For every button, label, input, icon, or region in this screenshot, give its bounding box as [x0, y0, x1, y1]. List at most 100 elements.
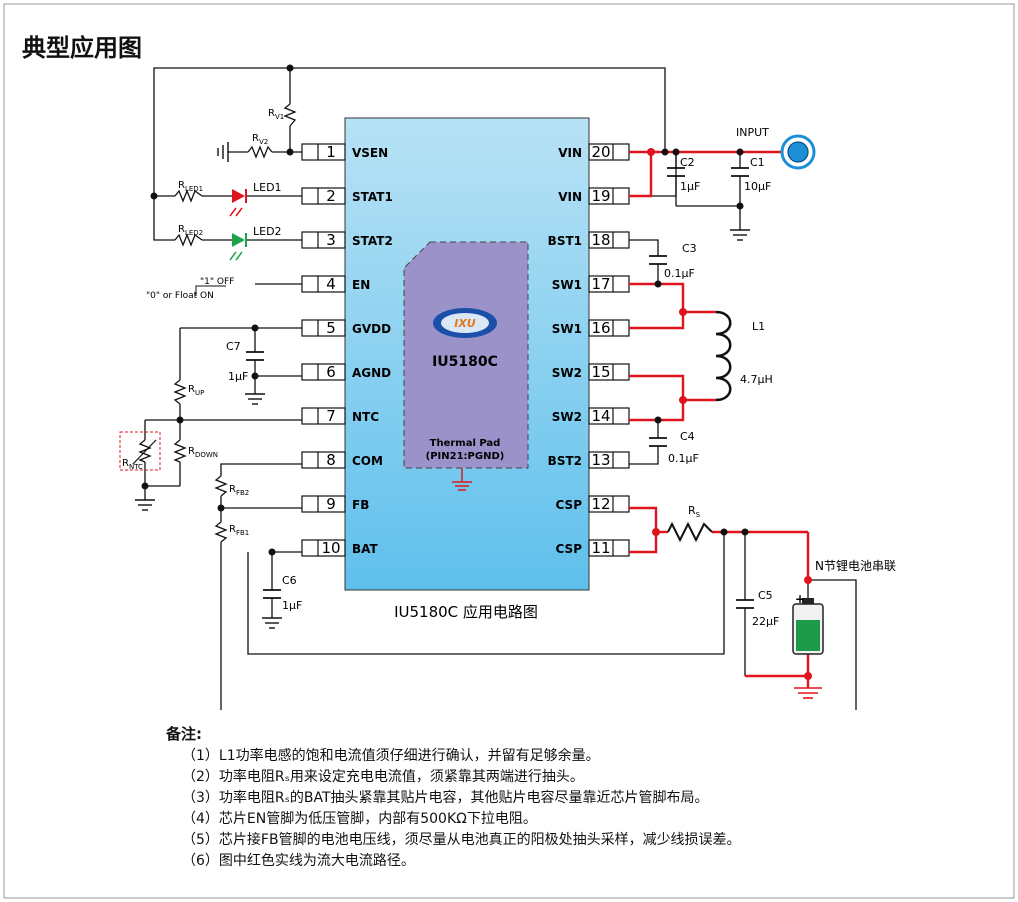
pin-number: 7	[326, 407, 336, 425]
rfb2-label: RFB2	[229, 484, 249, 497]
notes-section: 备注: （1）L1功率电感的饱和电流值须仔细进行确认，并留有足够余量。 （2）功…	[166, 724, 741, 872]
pin-7: 7 NTC	[301, 407, 379, 425]
c6-value: 1μF	[282, 599, 302, 612]
note-item: （5）芯片接FB管脚的电池电压线，须尽量从电池真正的阳极处抽头采样，减少线损误差…	[182, 832, 741, 848]
pin-name: VSEN	[352, 146, 388, 160]
led1-icon	[229, 189, 247, 217]
resistor-rdown	[173, 439, 187, 463]
thermal-pad-pin: (PIN21:PGND)	[426, 451, 505, 462]
pins-right: 20VIN19VIN18BST117SW116SW115SW214SW213BS…	[548, 143, 630, 557]
c4-name: C4	[680, 430, 695, 443]
pin-number: 10	[321, 539, 340, 557]
rv1-label: RV1	[268, 108, 284, 121]
c7-value: 1μF	[228, 370, 248, 383]
pin-number: 8	[326, 451, 336, 469]
ground-icon	[217, 142, 229, 162]
pin-number: 16	[591, 319, 610, 337]
resistor-rv2	[247, 145, 273, 159]
pin-number: 2	[326, 187, 336, 205]
pin-number: 19	[591, 187, 610, 205]
pin-name: NTC	[352, 410, 379, 424]
pin-17: 17 SW1	[552, 275, 630, 293]
battery-icon	[792, 598, 824, 655]
note-item: （4）芯片EN管脚为低压管脚，内部有500KΩ下拉电阻。	[182, 811, 537, 827]
ground-icon	[730, 229, 750, 241]
pin-name: BST2	[548, 454, 582, 468]
capacitor-c3	[649, 255, 667, 265]
c4-value: 0.1μF	[668, 452, 699, 465]
pin-name: EN	[352, 278, 370, 292]
c1-value: 10μF	[744, 180, 771, 193]
note-item: （2）功率电阻Rₛ用来设定充电电流值，须紧靠其两端进行抽头。	[182, 769, 584, 785]
input-label: INPUT	[736, 126, 769, 139]
note-item: （3）功率电阻Rₛ的BAT抽头紧靠其贴片电容，其他贴片电容尽量靠近芯片管脚布局。	[182, 790, 709, 806]
pin-name: BST1	[548, 234, 582, 248]
chip-name: IU5180C	[432, 354, 498, 370]
pin-name: VIN	[558, 190, 582, 204]
pin-6: 6 AGND	[301, 363, 391, 381]
inductor-l1	[715, 310, 732, 402]
rled1-label: RLED1	[178, 180, 203, 193]
pin-name: AGND	[352, 366, 391, 380]
ground-icon	[452, 468, 472, 491]
led2-icon	[229, 233, 247, 261]
pin-name: VIN	[558, 146, 582, 160]
pin-number: 15	[591, 363, 610, 381]
chip-logo: IXU	[433, 308, 497, 338]
capacitor-c6	[263, 589, 281, 599]
schematic-diagram: IXU IU5180C Thermal Pad (PIN21:PGND) IU5…	[119, 64, 896, 710]
c3-value: 0.1μF	[664, 267, 695, 280]
pin-name: BAT	[352, 542, 379, 556]
input-jack-icon	[780, 134, 816, 170]
pin-name: CSP	[556, 498, 583, 512]
pin-number: 20	[591, 143, 610, 161]
pin-name: STAT2	[352, 234, 393, 248]
rfb1-label: RFB1	[229, 524, 249, 537]
pin-number: 13	[591, 451, 610, 469]
power-junction-dots	[647, 148, 812, 680]
l1-name: L1	[752, 320, 765, 333]
power-path	[629, 150, 810, 688]
pin-number: 18	[591, 231, 610, 249]
pin-number: 14	[591, 407, 610, 425]
pin-18: 18 BST1	[548, 231, 630, 249]
pin-number: 6	[326, 363, 336, 381]
rntc-label: RNTC	[122, 458, 143, 471]
c2-value: 1μF	[680, 180, 700, 193]
en-low-label: "0" or Float ON	[146, 291, 214, 301]
c5-value: 22μF	[752, 615, 779, 628]
ntc-box	[119, 431, 161, 471]
capacitor-c2	[667, 167, 685, 177]
pin-number: 17	[591, 275, 610, 293]
pin-13: 13 BST2	[548, 451, 630, 469]
pin-number: 11	[591, 539, 610, 557]
resistor-rled1	[174, 189, 203, 203]
capacitor-c4	[649, 437, 667, 447]
pin-4: 4 EN	[301, 275, 370, 293]
pin-number: 4	[326, 275, 336, 293]
resistor-rfb2	[214, 475, 228, 497]
capacitor-c7	[246, 351, 264, 361]
c7-name: C7	[226, 340, 241, 353]
ground-icon	[135, 499, 155, 511]
pin-name: SW1	[552, 278, 582, 292]
resistor-rfb1	[214, 521, 228, 543]
rdown-label: RDOWN	[188, 446, 218, 459]
ground-icon	[262, 617, 282, 629]
led1-label: LED1	[253, 181, 282, 194]
c1-name: C1	[750, 156, 765, 169]
rled2-label: RLED2	[178, 224, 203, 237]
rs-label: RS	[688, 504, 701, 519]
pin-19: 19 VIN	[558, 187, 630, 205]
ground-icon	[245, 393, 265, 405]
en-high-label: "1" OFF	[200, 277, 234, 287]
battery-label: N节锂电池串联	[815, 558, 896, 573]
pin-name: FB	[352, 498, 369, 512]
